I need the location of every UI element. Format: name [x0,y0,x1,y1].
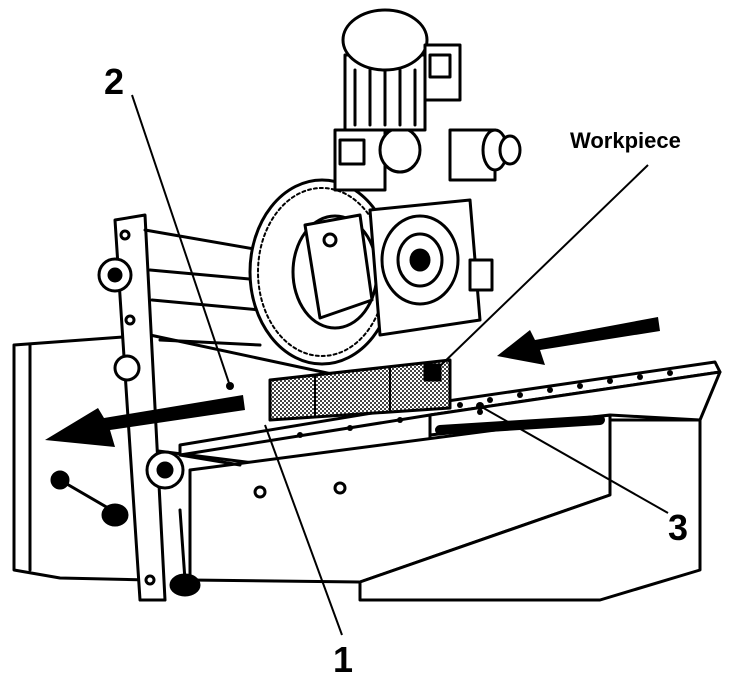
workpiece-block-icon [268,358,452,422]
side-frame-icon [113,213,262,602]
label-workpiece: Workpiece [570,128,681,153]
leader-line-3 [479,405,669,514]
feed-direction-arrow-in [497,317,660,365]
label-part-1: 1 [333,639,354,680]
leader-line-1 [264,424,343,636]
label-part-2: 2 [104,61,125,102]
handwheel-icon [50,257,201,597]
leader-line-workpiece [437,164,649,369]
motor-icon [341,8,462,132]
gearbox-icon [333,126,522,337]
grinding-wheel-icon [248,178,396,366]
leader-line-2 [131,94,231,387]
label-part-3: 3 [668,507,689,548]
feed-direction-arrow-out [45,395,245,447]
machine-base-icon [12,333,702,602]
